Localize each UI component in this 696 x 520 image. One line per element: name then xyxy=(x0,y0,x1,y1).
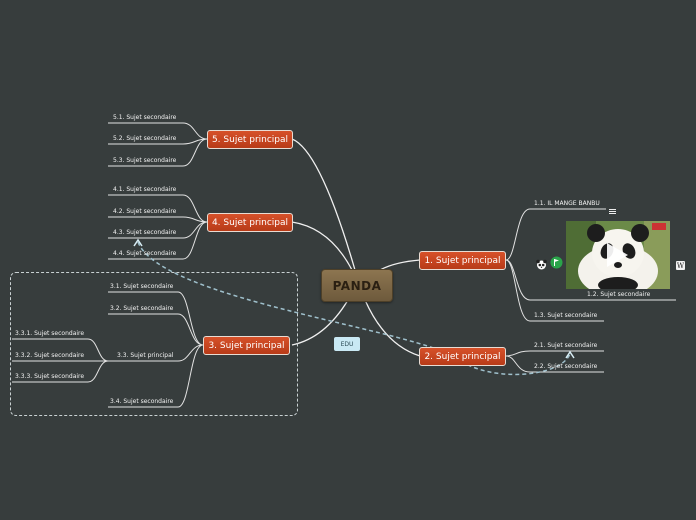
main-topic-4[interactable]: 4. Sujet principal xyxy=(207,213,293,232)
wikipedia-icon[interactable]: W xyxy=(676,255,685,274)
subtopic-1-1[interactable]: 1.1. IL MANGE BANBU xyxy=(534,200,600,207)
flag-icon xyxy=(550,254,563,273)
note-icon[interactable] xyxy=(609,200,616,219)
svg-text:W: W xyxy=(677,262,685,270)
connector-b2 xyxy=(364,299,421,357)
subtopic-2-2[interactable]: 2.2. Sujet secondaire xyxy=(534,363,598,370)
subtopic-4-4[interactable]: 4.4. Sujet secondaire xyxy=(113,250,177,257)
subtopic-3-4[interactable]: 3.4. Sujet secondaire xyxy=(110,398,174,405)
main-topic-3[interactable]: 3. Sujet principal xyxy=(203,336,290,355)
subtopic-1-3[interactable]: 1.3. Sujet secondaire xyxy=(534,312,598,319)
subtopic-1-2[interactable]: 1.2. Sujet secondaire xyxy=(587,291,651,298)
panda-icon xyxy=(536,255,547,274)
subtopic-5-3[interactable]: 5.3. Sujet secondaire xyxy=(113,157,177,164)
main-topic-5[interactable]: 5. Sujet principal xyxy=(207,130,293,149)
subtopic-3-2[interactable]: 3.2. Sujet secondaire xyxy=(110,305,174,312)
panda-video-thumbnail[interactable] xyxy=(566,221,670,289)
connector-b1 xyxy=(379,259,421,271)
subtopic-5-1[interactable]: 5.1. Sujet secondaire xyxy=(113,114,177,121)
subtopic-3-3-1[interactable]: 3.3.1. Sujet secondaire xyxy=(15,330,85,337)
subtopic-3-3-2[interactable]: 3.3.2. Sujet secondaire xyxy=(15,352,85,359)
subtopic-3-3[interactable]: 3.3. Sujet principal xyxy=(117,352,174,359)
subtopic-3-3-3[interactable]: 3.3.3. Sujet secondaire xyxy=(15,373,85,380)
connector-b4 xyxy=(291,221,353,271)
subtopic-3-1[interactable]: 3.1. Sujet secondaire xyxy=(110,283,174,290)
subtopic-2-1[interactable]: 2.1. Sujet secondaire xyxy=(534,342,598,349)
relation-label[interactable]: EDU xyxy=(334,337,360,351)
subtopic-4-3[interactable]: 4.3. Sujet secondaire xyxy=(113,229,177,236)
main-topic-1[interactable]: 1. Sujet principal xyxy=(419,251,506,270)
connector-b3 xyxy=(291,299,349,346)
central-topic[interactable]: PANDA xyxy=(321,269,393,302)
main-topic-2[interactable]: 2. Sujet principal xyxy=(419,347,506,366)
boundary-box xyxy=(10,272,298,416)
play-icon[interactable] xyxy=(604,241,630,273)
subtopic-5-2[interactable]: 5.2. Sujet secondaire xyxy=(113,135,177,142)
subtopic-4-1[interactable]: 4.1. Sujet secondaire xyxy=(113,186,177,193)
connector-b5 xyxy=(291,138,356,271)
subtopic-4-2[interactable]: 4.2. Sujet secondaire xyxy=(113,208,177,215)
